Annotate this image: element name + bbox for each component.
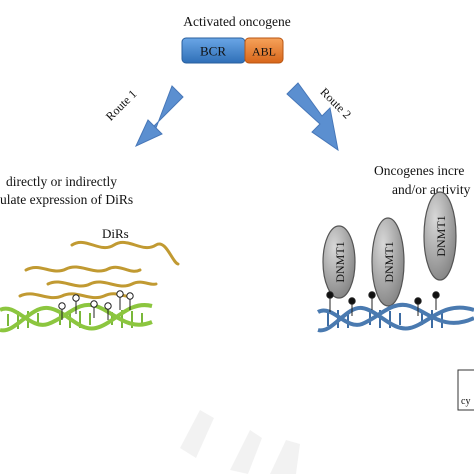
right-dna-helix [317,291,474,333]
abl-label: ABL [252,45,276,59]
dna-strand [0,303,153,333]
route-1-label: Route 1 [103,87,140,124]
partial-box: cy [457,369,474,411]
right-panel-line-2: and/or activity o [392,182,474,197]
left-dna-helix [0,290,153,333]
dna-strand [0,302,153,327]
abl-segment [244,37,284,64]
dnmt1-enzyme: DNMT1 [371,217,405,307]
dnmt1-enzyme: DNMT1 [423,191,457,281]
dnmt1-label: DNMT1 [333,241,347,282]
dnmt1-label: DNMT1 [434,215,448,256]
route-2-arrow-icon [286,82,339,152]
watermark [180,410,300,474]
bcr-abl-fusion: BCR ABL [181,37,284,64]
dna-strand [317,305,474,333]
dirs-label: DiRs [102,226,129,241]
bcr-label: BCR [200,44,226,59]
route-2-arrow: Route 2 [286,82,354,152]
dirs-rna-strands [18,240,180,300]
diagram-title: Activated oncogene [183,14,291,29]
partial-box-text: cy [461,396,470,407]
dnmt1-label: DNMT1 [382,241,396,282]
right-panel-line-1: Oncogenes incre [374,163,464,178]
rna-strand [24,265,142,273]
left-panel-line-1: directly or indirectly [6,174,117,189]
route-1-arrow-icon [134,85,184,148]
dnmt1-enzyme: DNMT1 [322,225,356,299]
route-1-arrow: Route 1 [103,85,184,148]
rna-strand [70,240,180,266]
left-panel-line-2: ulate expression of DiRs [0,192,133,207]
rna-strand [46,280,158,288]
